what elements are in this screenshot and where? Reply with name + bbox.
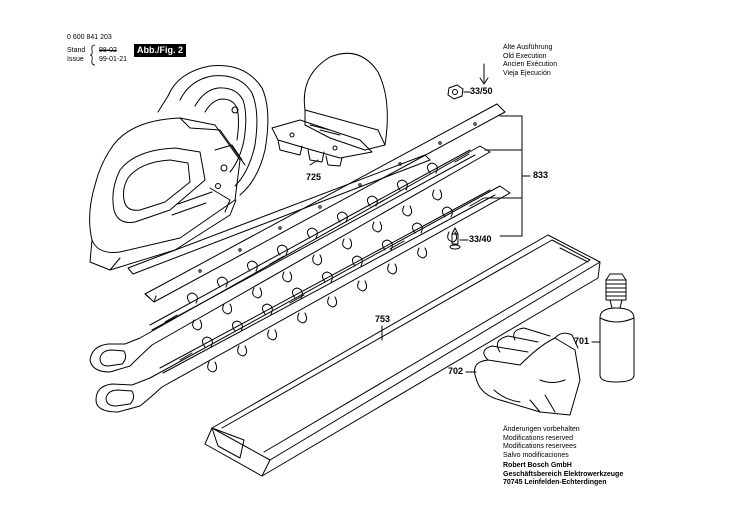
old-execution-note: Alte Ausführung Old Execution Ancien Exé… [503,44,557,78]
blade-sheath [204,234,601,477]
lower-blade [95,185,511,413]
mod-line-en: Modifications reserved [503,434,574,442]
callout-33-50: 33/50 [470,86,493,96]
company-name: Robert Bosch GmbH [503,462,572,469]
callout-33-40: 33/40 [469,234,492,244]
stand-label: Stand [67,47,86,54]
upper-blade [89,145,491,373]
company-block: Robert Bosch GmbH Geschäftsbereich Elekt… [503,462,623,488]
brace-icon [89,44,97,66]
callout-725: 725 [306,172,322,182]
callout-701: 701 [574,336,590,346]
document-number: 0 600 841 203 [67,34,112,41]
issue-value: 99-01-21 [99,56,128,63]
arrow-old-execution [479,77,489,85]
callout-702: 702 [448,366,464,376]
blade-guard [271,52,388,167]
mod-line-fr: Modifications reservees [503,443,577,450]
stand-value: 98-02 [99,47,117,54]
mod-line-es: Salvo modificaciones [503,451,569,459]
bracket-833 [484,115,531,237]
leader-725 [309,159,319,166]
work-gloves [474,327,581,416]
figure-badge: Abb./Fig. 2 [134,44,186,57]
issue-label: Issue [67,56,84,63]
note-line-es: Vieja Ejecución [503,69,551,77]
callout-833: 833 [533,170,549,180]
nut-33-50 [447,84,464,100]
callout-753: 753 [375,314,391,324]
note-line-fr: Ancien Exécution [503,61,558,68]
trimmer-housing [89,64,269,271]
note-line-de: Alte Ausführung [503,44,553,51]
upper-rail [144,103,506,303]
modifications-note: Änderungen vorbehalten Modifications res… [503,426,580,460]
company-division: Geschäftsbereich Elektrowerkzeuge [503,470,624,478]
company-address: 70745 Leinfelden-Echterdingen [503,479,607,486]
backing-plate [127,154,431,275]
oil-bottle [599,273,635,383]
note-line-en: Old Execution [503,52,547,60]
mod-line-de: Änderungen vorbehalten [503,426,580,433]
screw-33-40 [449,227,461,250]
